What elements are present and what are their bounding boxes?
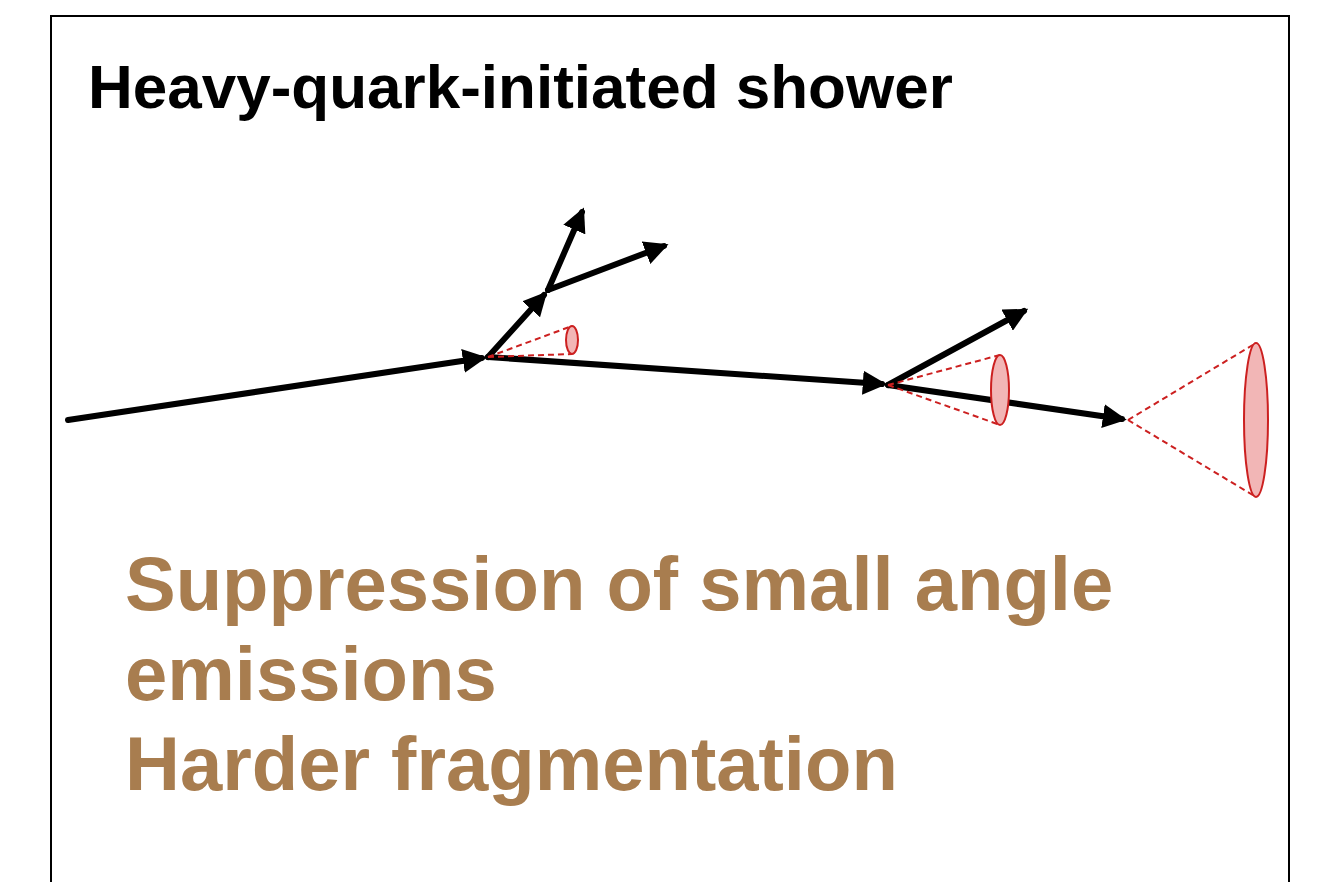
cone-base <box>1244 343 1268 497</box>
dead-cone <box>888 385 1000 425</box>
note-text: Harder fragmentation <box>125 719 1275 809</box>
dead-cone <box>488 354 572 357</box>
dead-cone <box>488 326 572 357</box>
gluon-line <box>548 246 664 290</box>
quark-line <box>68 358 482 420</box>
quark-line <box>488 357 882 384</box>
cone-base <box>991 355 1009 425</box>
gluon-line <box>488 295 544 357</box>
cone-base <box>566 326 578 354</box>
slide-title: Heavy-quark-initiated shower <box>88 50 953 124</box>
dead-cone <box>1128 343 1256 420</box>
dead-cone <box>1128 420 1256 497</box>
dead-cone <box>888 355 1000 385</box>
note-text: Suppression of small angle emissions <box>125 539 1275 719</box>
notes-block: Suppression of small angle emissionsHard… <box>125 539 1275 809</box>
